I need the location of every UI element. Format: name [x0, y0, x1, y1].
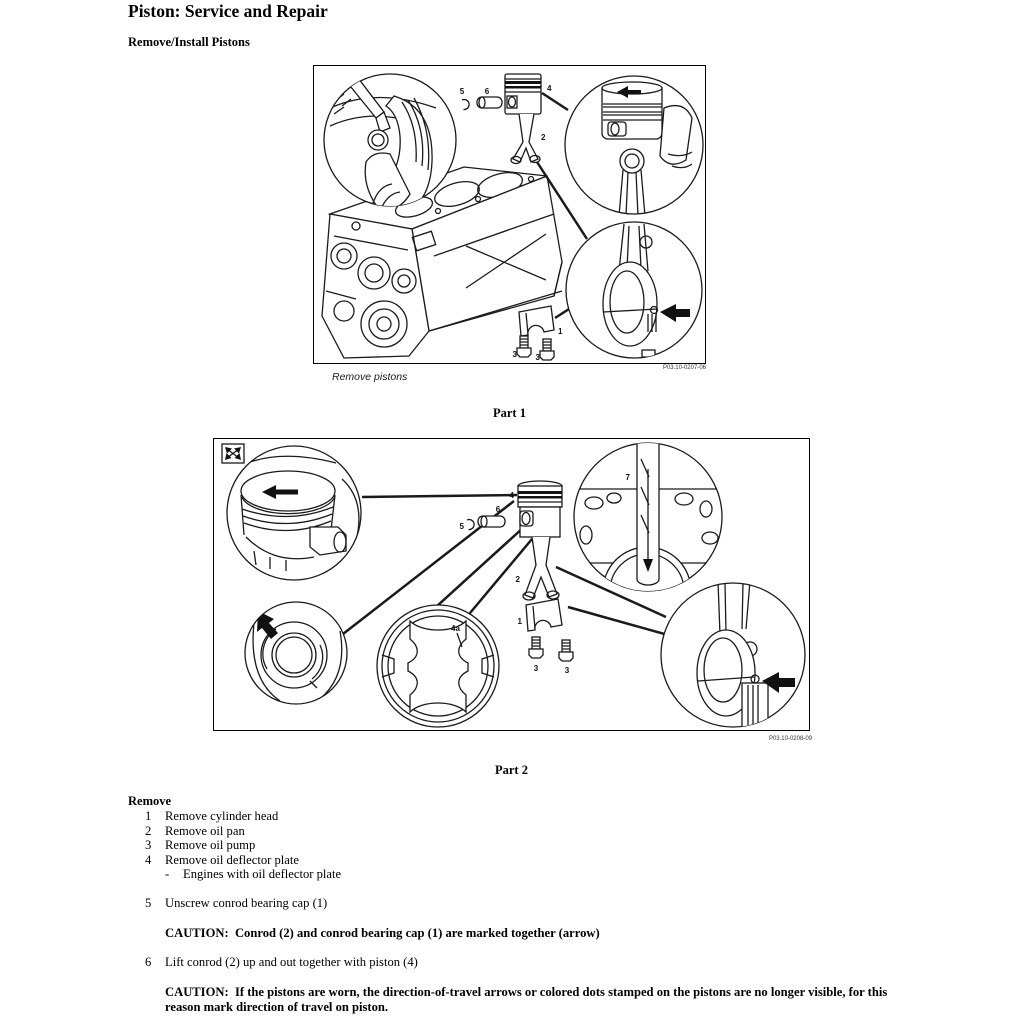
callout-snap-ring-install [244, 601, 348, 705]
conrod-bolt [528, 636, 544, 659]
piston-pin-part [476, 96, 503, 109]
fig2-label-piston-underside: 4a [451, 624, 460, 633]
callout-piston-install [573, 442, 723, 592]
conrod-bolt [539, 338, 555, 361]
piston-conrod-part [504, 73, 542, 165]
fig1-label-piston: 4 [547, 84, 552, 93]
expand-icon [221, 443, 245, 464]
section-heading: Remove/Install Pistons [128, 35, 250, 49]
step-row: 4 Remove oil deflector plate [128, 853, 888, 868]
procedure-steps: 1 Remove cylinder head 2 Remove oil pan … [128, 809, 888, 882]
step-row: 1 Remove cylinder head [128, 809, 888, 824]
fig2-label-conrod: 2 [516, 575, 521, 584]
fig2-label-drift: 7 [626, 473, 631, 482]
figure1-caption: Remove pistons [332, 371, 408, 383]
procedure-heading: Remove [128, 794, 172, 808]
step-text: Lift conrod (2) up and out together with… [165, 955, 418, 969]
leader-line [541, 91, 569, 112]
snap-ring-part [466, 518, 475, 531]
step-text: Remove cylinder head [165, 809, 279, 823]
figure1-artwork: 5 6 4 2 1 3 3 [321, 73, 704, 362]
bearing-cap-part [518, 305, 555, 337]
figure1-code: P03.10-0207-06 [662, 365, 706, 371]
part2-label: Part 2 [495, 763, 528, 777]
fig2-label-piston: 4 [510, 491, 515, 500]
step-number: 4 [145, 852, 152, 867]
fig2-label-piston-pin: 6 [496, 505, 501, 514]
figure1-diagram: 5 6 4 2 1 3 3 [313, 65, 706, 364]
fig2-label-bolt: 3 [565, 666, 570, 675]
callout-piston-top [226, 445, 362, 581]
conrod-bolt [516, 335, 532, 358]
step-text: Remove oil deflector plate [165, 852, 299, 867]
fig1-label-bolt: 3 [536, 353, 541, 362]
snap-ring-part [461, 98, 470, 111]
piston-conrod-part [517, 480, 563, 601]
step-number: 5 [145, 896, 152, 910]
fig1-label-bolt: 3 [513, 350, 518, 359]
leader-line [554, 307, 570, 320]
conrod-bolt [558, 639, 574, 662]
caution-note: CAUTION: If the pistons are worn, the di… [165, 985, 891, 1014]
fig2-label-bolt: 3 [534, 664, 539, 673]
fig1-label-conrod: 2 [541, 133, 546, 142]
fig1-label-piston-pin: 6 [485, 87, 490, 96]
fig1-label-snap-ring: 5 [460, 87, 465, 96]
step-number: 3 [145, 838, 152, 853]
sub-bullet-text: Engines with oil deflector plate [183, 867, 342, 882]
step-number: 6 [145, 955, 152, 969]
bearing-cap-part [525, 598, 563, 632]
step-row: 3 Remove oil pump [128, 838, 888, 853]
sub-bullet-dash: - [165, 867, 170, 882]
caution-note: CAUTION: Conrod (2) and conrod bearing c… [165, 926, 600, 940]
figure2-code: P03.10-0208-09 [768, 736, 812, 742]
figure2-diagram: 5 6 4 2 7 4a 1 3 3 [213, 438, 810, 731]
part1-label: Part 1 [493, 406, 526, 420]
step-number: 1 [145, 809, 152, 823]
page-title: Piston: Service and Repair [128, 1, 328, 21]
step-text: Unscrew conrod bearing cap (1) [165, 896, 328, 910]
fig2-label-bearing-cap: 1 [518, 617, 523, 626]
callout-conrod-marks [660, 582, 806, 728]
callout-conrod-marks [565, 221, 703, 359]
step-text: Remove oil pump [165, 838, 256, 853]
engine-block-drawing [321, 166, 563, 359]
callout-piston-arrow [564, 75, 704, 215]
step-row: 2 Remove oil pan [128, 824, 888, 839]
callout-pin-removal [323, 73, 457, 207]
leader-line [535, 161, 589, 240]
fig2-label-snap-ring: 5 [460, 522, 465, 531]
step-number: 2 [145, 823, 152, 838]
sub-bullet-row: - Engines with oil deflector plate [128, 867, 888, 882]
callout-piston-underside [376, 604, 500, 728]
fig1-label-bearing-cap: 1 [558, 327, 563, 336]
step-text: Remove oil pan [165, 823, 245, 838]
piston-pin-part [477, 515, 506, 528]
figure2-artwork: 5 6 4 2 7 4a 1 3 3 [221, 442, 806, 728]
